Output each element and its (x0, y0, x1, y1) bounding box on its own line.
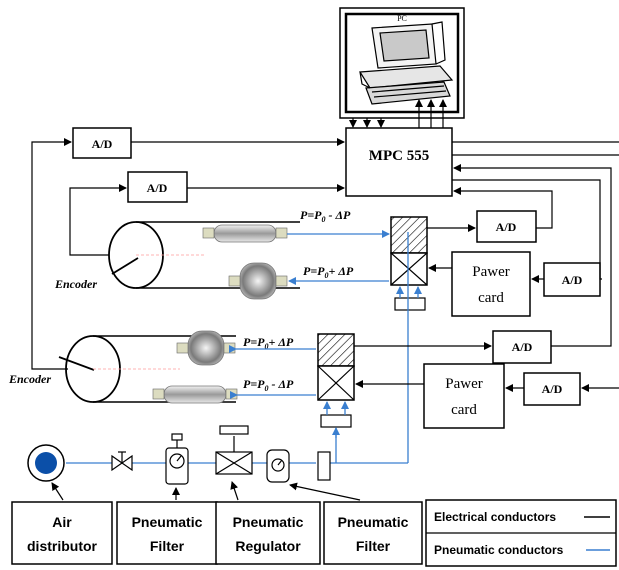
svg-text:Air: Air (52, 514, 72, 530)
pressure-labels: P=P0 - ΔP P=P0+ ΔP P=P0+ ΔP P=P0 - ΔP (243, 208, 354, 393)
encoder-label-upper: Encoder (54, 277, 97, 291)
valve-lower (317, 333, 355, 428)
svg-text:A/D: A/D (92, 137, 113, 151)
air-distributor-symbol (27, 444, 65, 482)
svg-text:Pawer: Pawer (472, 264, 510, 280)
svg-text:A/D: A/D (542, 382, 563, 396)
filter-symbol-1 (165, 433, 189, 485)
power-card-1: Pawer card (451, 251, 531, 317)
svg-text:Pneumatic: Pneumatic (233, 514, 304, 530)
electrical-lines (31, 138, 619, 501)
svg-text:Pneumatic: Pneumatic (132, 514, 203, 530)
power-card-2: Pawer card (423, 363, 505, 429)
ad-converter-2: A/D (127, 171, 188, 203)
pc-unit: PC (339, 7, 465, 119)
svg-text:distributor: distributor (27, 538, 98, 554)
muscle-lower-top (187, 330, 225, 366)
svg-text:card: card (451, 402, 477, 418)
shutoff-valve-symbol (111, 451, 133, 472)
mpc555-label: MPC 555 (369, 148, 429, 164)
svg-text:A/D: A/D (147, 181, 168, 195)
filter-symbol-2 (266, 449, 290, 483)
encoder-label-lower: Encoder (8, 372, 51, 386)
ad-converter-1: A/D (72, 127, 132, 159)
label-pneumatic-regulator: Pneumatic Regulator (215, 501, 321, 565)
muscle-upper-bottom (239, 262, 277, 300)
ad-converter-3: A/D (476, 210, 537, 243)
muscle-upper-top (213, 224, 277, 243)
legend: Electrical conductors Pneumatic conducto… (425, 499, 617, 567)
svg-text:A/D: A/D (496, 220, 517, 234)
valve-upper (390, 216, 428, 311)
legend-electrical-label: Electrical conductors (434, 510, 556, 524)
mpc555-controller (345, 127, 453, 197)
pc-label: PC (397, 14, 407, 23)
pressure-upper-bottom: P=P0+ ΔP (303, 264, 354, 280)
ad-converter-5: A/D (492, 330, 552, 364)
svg-text:Filter: Filter (356, 538, 391, 554)
svg-text:Regulator: Regulator (235, 538, 301, 554)
muscle-lower-bottom (163, 385, 227, 404)
legend-pneumatic-label: Pneumatic conductors (434, 543, 564, 557)
ad-converter-6: A/D (523, 372, 581, 406)
ad-converter-4: A/D (543, 262, 601, 297)
svg-text:A/D: A/D (512, 340, 533, 354)
pressure-lower-bottom: P=P0 - ΔP (243, 377, 294, 393)
label-air-distributor: Air distributor (11, 501, 113, 565)
pressure-upper-top: P=P0 - ΔP (300, 208, 351, 224)
regulator-symbol (215, 425, 253, 475)
pipe-fitting (317, 451, 331, 481)
pressure-lower-top: P=P0+ ΔP (243, 335, 294, 351)
svg-text:Filter: Filter (150, 538, 185, 554)
svg-text:A/D: A/D (562, 273, 583, 287)
svg-text:Pawer: Pawer (445, 376, 483, 392)
svg-text:Pneumatic: Pneumatic (338, 514, 409, 530)
computer-icon (358, 21, 454, 105)
encoder-pulley-upper (108, 221, 300, 289)
svg-text:card: card (478, 290, 504, 306)
label-pneumatic-filter-1: Pneumatic Filter (116, 501, 218, 565)
pc-mpc-links (349, 99, 447, 128)
label-pneumatic-filter-2: Pneumatic Filter (323, 501, 423, 565)
